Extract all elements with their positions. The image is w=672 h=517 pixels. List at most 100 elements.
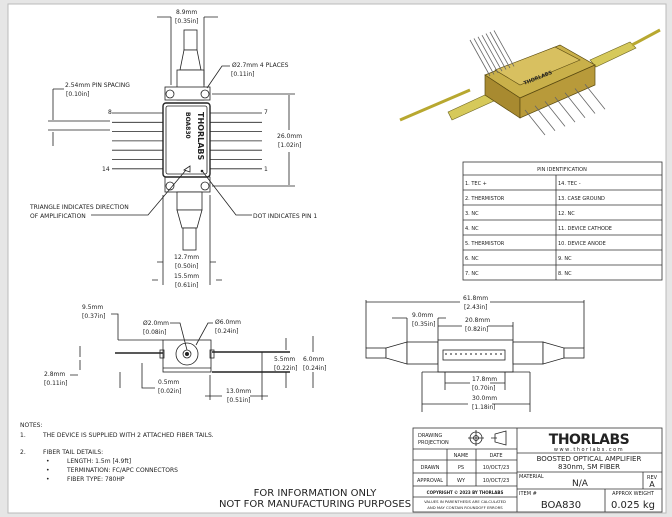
- pin-table-cell: 11. DEVICE CATHODE: [558, 226, 612, 232]
- note-text: THE DEVICE IS SUPPLIED WITH 2 ATTACHED F…: [42, 432, 214, 439]
- dim-label: [0.35in]: [412, 321, 436, 328]
- item-label: ITEM #: [519, 491, 537, 497]
- iso-pin: [477, 36, 499, 73]
- mounting-hole: [200, 89, 210, 99]
- pin-table-cell: 13. CASE GROUND: [558, 196, 605, 202]
- dim-label: [0.11in]: [231, 71, 255, 78]
- note-number: 1.: [20, 432, 26, 439]
- pin-table-cell: 2. THERMISTOR: [465, 196, 505, 202]
- table-title: PIN IDENTIFICATION: [537, 167, 587, 173]
- date-header: DATE: [489, 453, 502, 459]
- thorlabs-logo: THORLABS: [549, 432, 630, 448]
- mounting-hole: [200, 181, 210, 191]
- weight-label: APPROX WEIGHT: [612, 491, 655, 497]
- disclaimer-line1: FOR INFORMATION ONLY: [254, 488, 378, 499]
- dim-label: 9.5mm: [82, 304, 103, 311]
- iso-pin: [574, 88, 596, 114]
- pin-table-cell: 10. DEVICE ANODE: [558, 241, 606, 247]
- projection-label: PROJECTION: [418, 440, 449, 446]
- drawn-label: DRAWN: [421, 465, 440, 471]
- dim-label: 26.0mm: [277, 133, 302, 140]
- note-bullet: FIBER TYPE: 780HP: [67, 476, 125, 483]
- pin-table-cell: 5. THERMISTOR: [465, 241, 505, 247]
- dim-label: [0.61in]: [175, 282, 199, 289]
- dim-label: [0.08in]: [143, 329, 167, 336]
- disclaimer-line2: NOT FOR MANUFACTURING PURPOSES: [219, 499, 411, 510]
- package-body: [162, 102, 211, 178]
- pin-label: 8: [108, 109, 112, 116]
- dim-label: 15.5mm: [174, 273, 199, 280]
- dim-label: Ø6.0mm: [215, 319, 241, 326]
- drawn-name: PS: [458, 465, 464, 471]
- pin-label: 7: [264, 109, 268, 116]
- package-brand: THORLABS: [196, 112, 205, 161]
- pin-table-cell: 14. TEC -: [558, 181, 581, 187]
- pin-table-cell: 8. NC: [558, 271, 572, 277]
- dim-label: [0.51in]: [227, 397, 251, 404]
- dim-label: 6.0mm: [303, 356, 324, 363]
- dim-label: [0.37in]: [82, 313, 106, 320]
- dim-label: [0.82in]: [465, 326, 489, 333]
- pin-identification-table: PIN IDENTIFICATION 1. TEC + 14. TEC - 2. T…: [462, 161, 663, 281]
- rev-value: A: [649, 480, 655, 489]
- iso-pin: [564, 92, 586, 119]
- mounting-hole: [165, 181, 175, 191]
- dim-label: 30.0mm: [472, 395, 497, 402]
- pin-table-cell: 6. NC: [465, 256, 479, 262]
- pin-table-cell: 4. NC: [465, 226, 479, 232]
- values-note: AND MAY CONTAIN ROUNDOFF ERRORS: [427, 505, 503, 510]
- dim-label: 9.0mm: [412, 312, 433, 319]
- dim-label: 61.8mm: [463, 295, 488, 302]
- note-label: DOT INDICATES PIN 1: [253, 213, 317, 220]
- dim-label: 2.54mm PIN SPACING: [65, 82, 130, 89]
- pin-label: 1: [264, 166, 268, 173]
- website: www.thorlabs.com: [554, 447, 624, 453]
- dim-label: [0.50in]: [175, 263, 199, 270]
- note-number: 2.: [20, 449, 26, 456]
- mounting-hole: [165, 89, 175, 99]
- package-model: BOA830: [184, 112, 191, 139]
- dim-label: [0.11in]: [44, 380, 68, 387]
- iso-pin: [493, 30, 515, 67]
- dim-label: [0.22in]: [274, 365, 298, 372]
- svg-text:•: •: [46, 458, 50, 465]
- pin-table-cell: 1. TEC +: [465, 181, 487, 187]
- note-bullet: TERMINATION: FC/APC CONNECTORS: [66, 467, 178, 474]
- description: BOOSTED OPTICAL AMPLIFIER: [537, 455, 642, 463]
- dim-label: [0.24in]: [303, 365, 327, 372]
- weight-value: 0.025 kg: [611, 500, 655, 511]
- dim-label: 8.9mm: [176, 9, 197, 16]
- iso-pin: [489, 31, 511, 69]
- dim-label: [0.70in]: [472, 385, 496, 392]
- projection-symbol-icon: [468, 430, 507, 446]
- pin-table-cell: 12. NC: [558, 211, 575, 217]
- projection-label: DRAWING: [418, 433, 442, 439]
- material-value: N/A: [572, 479, 589, 489]
- iso-pin: [485, 33, 507, 70]
- notes: NOTES: 1. THE DEVICE IS SUPPLIED WITH 2 …: [20, 422, 214, 483]
- approval-name: WY: [457, 478, 466, 484]
- dim-label: 12.7mm: [174, 254, 199, 261]
- note-label: OF AMPLIFICATION: [30, 213, 86, 220]
- values-note: VALUES IN PARENTHESIS ARE CALCULATED: [424, 499, 506, 504]
- drawn-date: 10/OCT/23: [483, 465, 510, 471]
- title-block: DRAWING PROJECTION NAME DATE DRAWN PS 10…: [412, 427, 663, 513]
- note-bullet: LENGTH: 1.5m [4.9ft]: [67, 458, 131, 465]
- approval-date: 10/OCT/23: [483, 478, 510, 484]
- notes-title: NOTES:: [20, 422, 43, 429]
- iso-pin: [524, 109, 546, 136]
- side-view: 9.5mm [0.37in] Ø2.0mm [0.08in] Ø6.0mm [0…: [44, 304, 327, 404]
- dim-label: 20.8mm: [465, 317, 490, 324]
- dim-label: 13.0mm: [226, 388, 251, 395]
- material-label: MATERIAL: [519, 474, 544, 480]
- dim-label: 2.8mm: [44, 371, 65, 378]
- dim-label: Ø2.0mm: [143, 320, 169, 327]
- approval-label: APPROVAL: [417, 478, 443, 484]
- top-view: THORLABS BOA830 8 14 7 1 8.9mm [0.35in] …: [29, 9, 317, 289]
- iso-pin: [481, 35, 503, 72]
- front-view: 61.8mm [2.43in] 9.0mm [0.35in] 20.8mm [0…: [365, 295, 585, 412]
- dim-label: [0.02in]: [158, 388, 182, 395]
- dim-label: [1.02in]: [278, 142, 302, 149]
- dim-label: [0.35in]: [175, 18, 199, 25]
